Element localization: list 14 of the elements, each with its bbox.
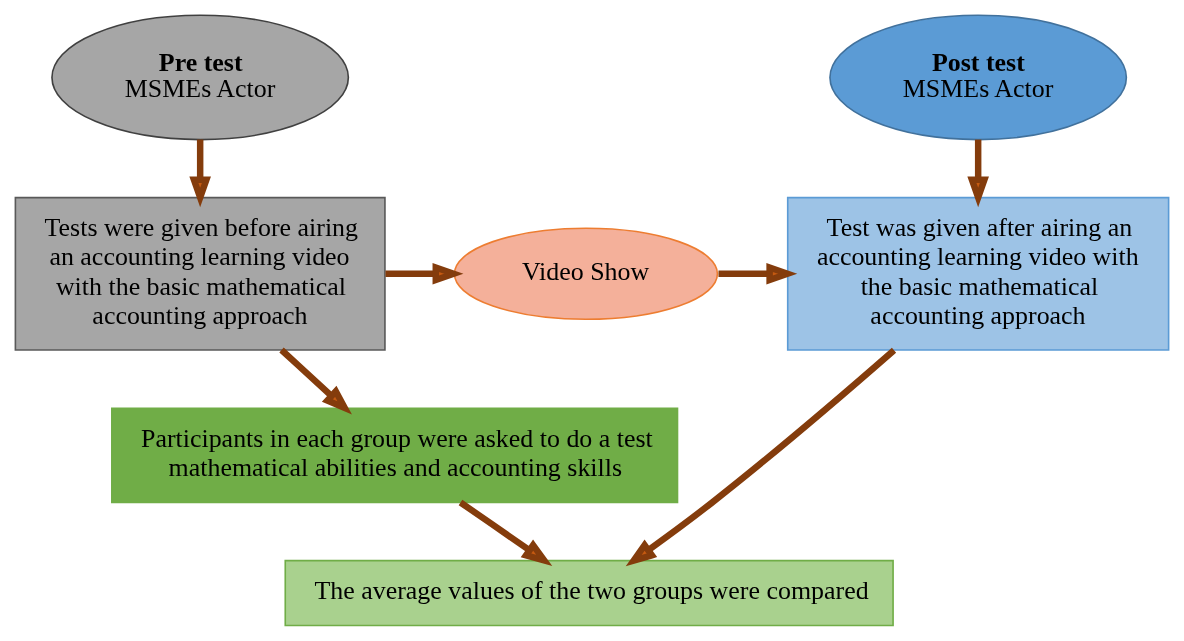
arrow (718, 263, 798, 285)
arrow (967, 139, 989, 208)
node-box: Participants in each group were asked to do a test mathematical abilities and accounting skills (111, 407, 679, 504)
arrow (625, 347, 897, 567)
arrow (189, 139, 211, 208)
node-ellipse: Post test MSMEs Actor (829, 14, 1128, 141)
node-box: Tests were given before airing an accounting learning video with the basic mathematical accounting approach (14, 196, 386, 351)
arrow (385, 263, 464, 285)
node-box: Test was given after airing an accounting learning video with the basic mathematical accounting approach (786, 196, 1170, 351)
arrow (279, 347, 352, 415)
node-ellipse: Video Show (453, 227, 719, 321)
node-ellipse: Pre test MSMEs Actor (51, 14, 350, 141)
node-box: The average values of the two groups were compared (284, 559, 894, 627)
arrow (458, 499, 553, 566)
